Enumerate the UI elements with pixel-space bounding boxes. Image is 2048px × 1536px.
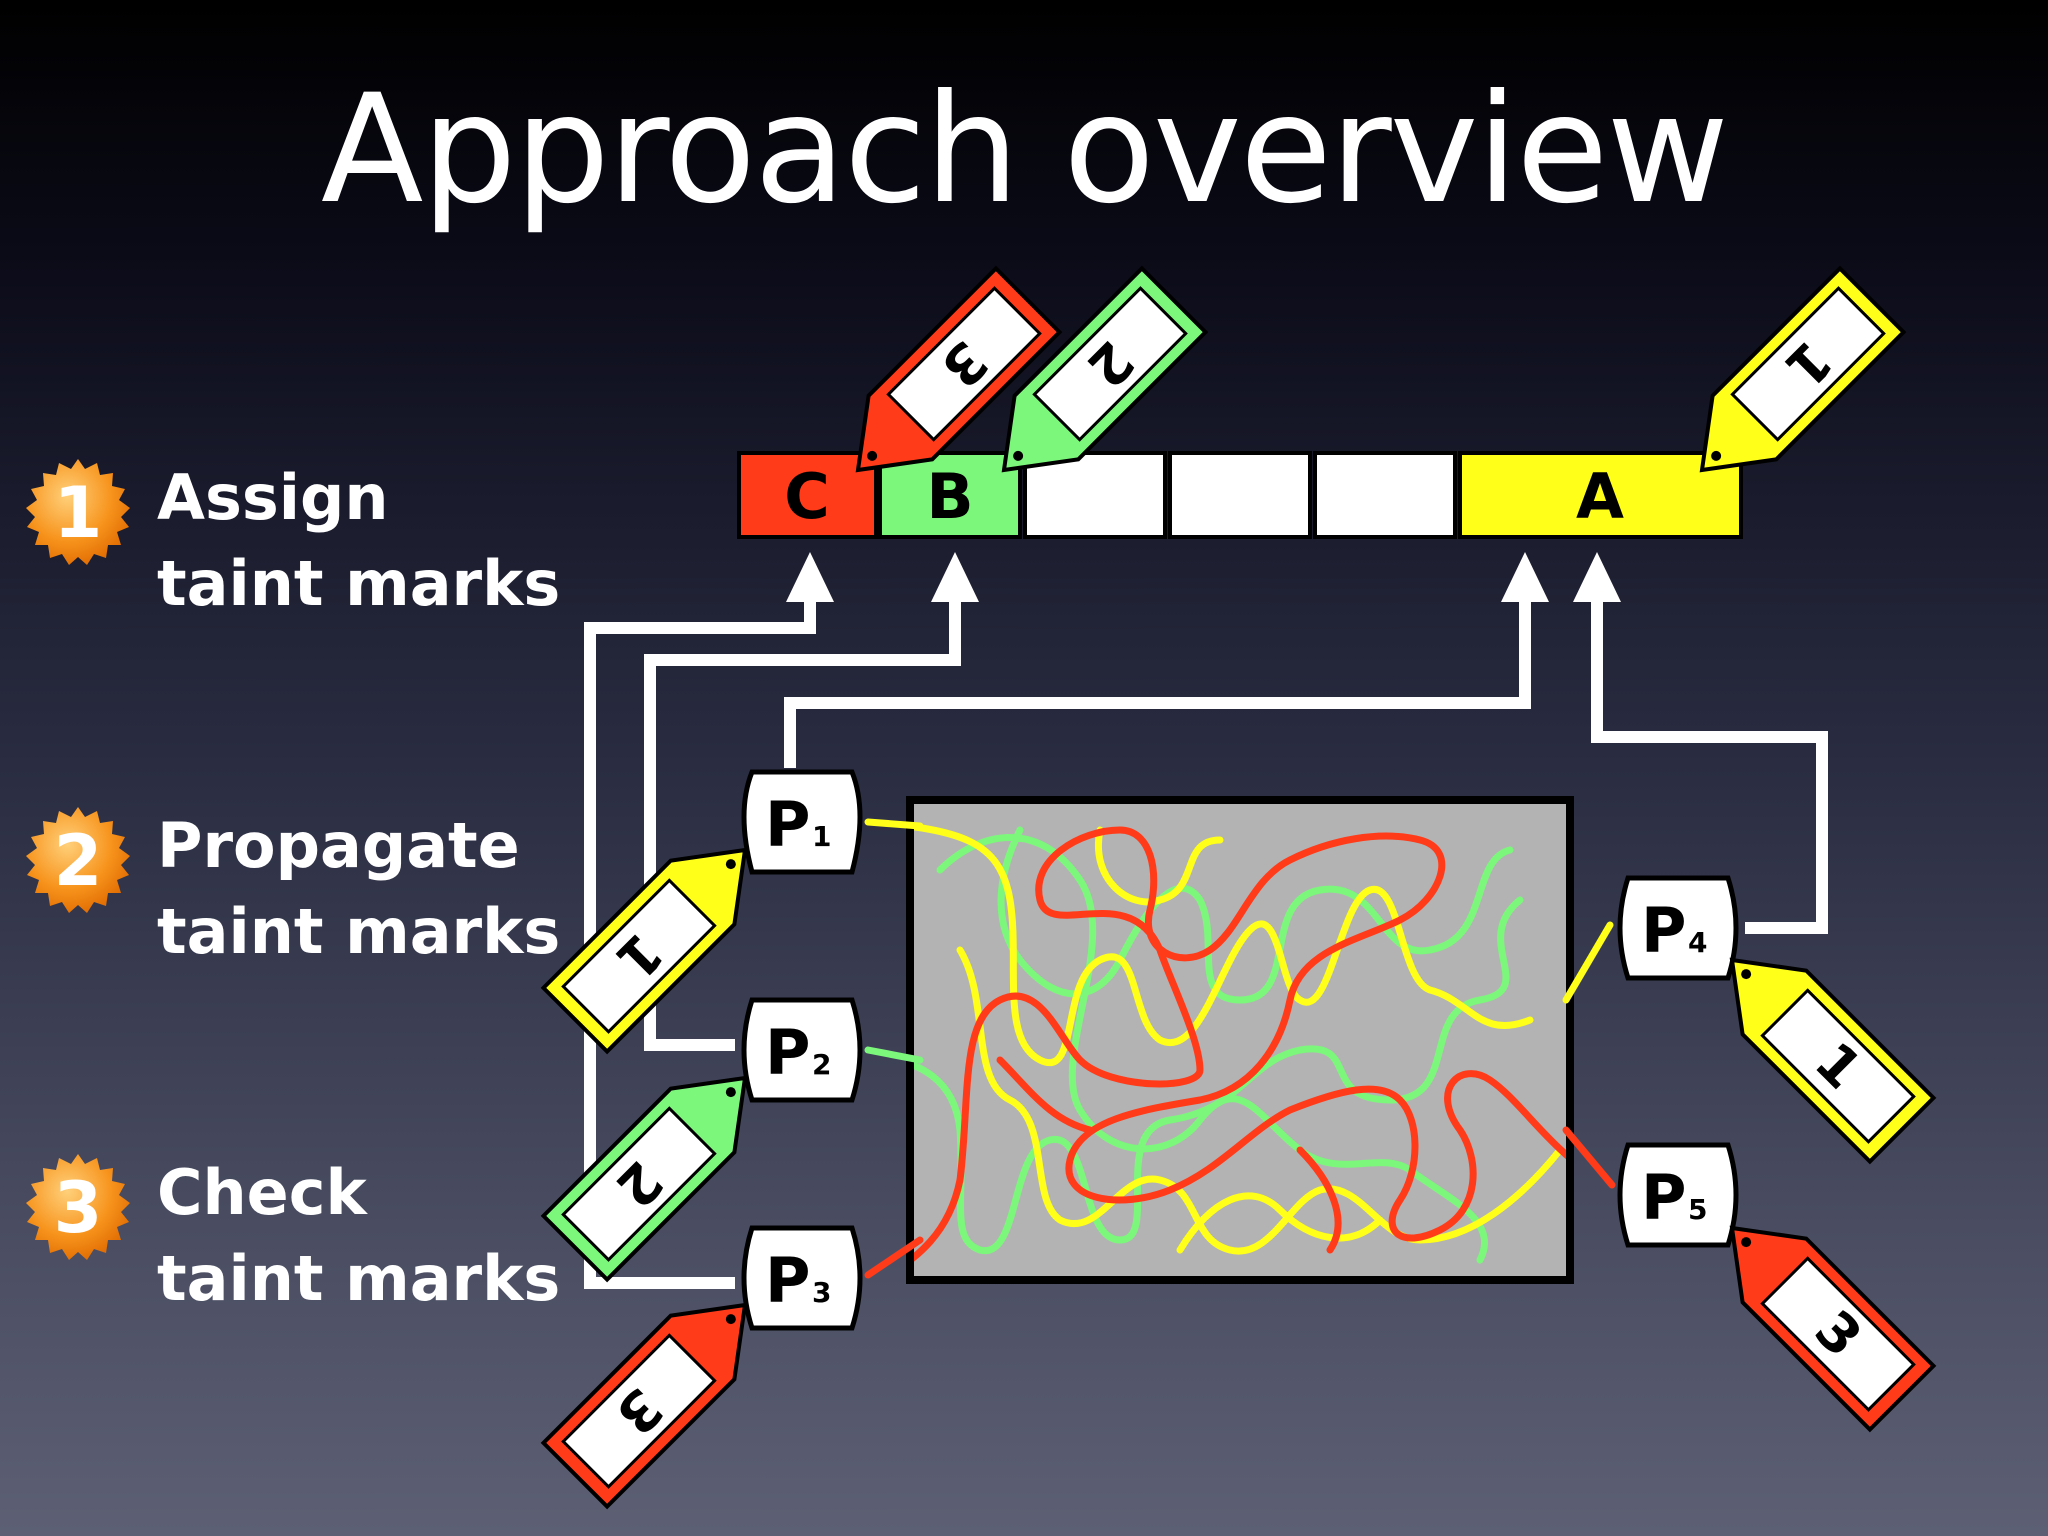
p1-yellow-stub	[864, 818, 924, 830]
step-2-line1: Propagate	[157, 809, 520, 882]
memory-cell-b-label: B	[926, 460, 973, 533]
p3-red-stub	[864, 1236, 924, 1279]
slide-title: Approach overview	[320, 63, 1729, 237]
arrow-heads	[786, 552, 1621, 602]
process-p3-sub: 3	[812, 1276, 831, 1309]
process-p3[interactable]: P 3	[741, 1225, 863, 1331]
step-3-line1: Check	[157, 1156, 367, 1229]
arrow-head-c	[786, 552, 834, 602]
step-3-line2: taint marks	[157, 1242, 561, 1315]
memory-cell-b	[878, 451, 1022, 539]
process-p1[interactable]: P 1	[741, 769, 863, 875]
process-p5-sub: 5	[1688, 1193, 1707, 1226]
tag-c-3: 3	[855, 265, 1063, 473]
tag-p3-3: 3	[540, 1302, 748, 1510]
connector-p3-c	[584, 595, 816, 1289]
process-p4[interactable]: P 4	[1617, 875, 1739, 981]
connectors	[584, 595, 1828, 1289]
process-p3-letter: P	[765, 1244, 810, 1317]
tag-p5-3: 3	[1729, 1225, 1937, 1433]
tag-p2-2: 2	[540, 1075, 748, 1283]
memory-cell-empty-3	[1313, 451, 1457, 539]
process-p1-shape	[741, 769, 863, 875]
memory-cell-a	[1458, 451, 1743, 539]
arrow-head-b	[931, 552, 979, 602]
step-2-badge-icon: 2	[26, 807, 130, 913]
process-p2-shape	[741, 997, 863, 1103]
step-3-badge-icon: 3	[26, 1154, 130, 1260]
process-p1-letter: P	[765, 788, 810, 861]
tag-a-1: 1	[1699, 265, 1907, 473]
process-p4-shape	[1617, 875, 1739, 981]
arrow-head-a1	[1501, 552, 1549, 602]
step-2-number: 2	[54, 820, 103, 902]
tag-p4-1: 1	[1729, 957, 1937, 1165]
step-3-number: 3	[54, 1167, 103, 1249]
step-propagate: 2 Propagate taint marks	[22, 803, 582, 973]
process-p4-letter: P	[1641, 894, 1686, 967]
yellow-flow	[914, 823, 1564, 1255]
memory-strip: C B A	[737, 451, 1743, 539]
red-flow	[914, 826, 1566, 1262]
processes: P 1 P 2 P 3 P 4 P 5	[741, 769, 1739, 1331]
process-flow-stubs	[864, 818, 1616, 1279]
process-p5-shape	[1617, 1142, 1739, 1248]
arrow-head-a2	[1573, 552, 1621, 602]
connector-p1-a	[784, 595, 1531, 768]
connector-p4-a	[1591, 595, 1828, 934]
p2-green-stub	[864, 1046, 924, 1064]
step-check: 3 Check taint marks	[22, 1150, 582, 1320]
step-2-line2: taint marks	[157, 895, 561, 968]
memory-cell-empty-1	[1023, 451, 1167, 539]
process-p2-sub: 2	[812, 1048, 831, 1081]
tag-p1-1: 1	[540, 847, 748, 1055]
tag-b-2: 2	[1001, 265, 1209, 473]
step-assign: 1 Assign taint marks	[22, 455, 582, 625]
step-1-line2: taint marks	[157, 547, 561, 620]
p4-yellow-stub	[1562, 921, 1614, 1004]
process-p1-sub: 1	[812, 820, 831, 853]
program-box	[906, 796, 1574, 1284]
memory-cell-empty-2	[1168, 451, 1312, 539]
process-p5[interactable]: P 5	[1617, 1142, 1739, 1248]
step-1-line1: Assign	[157, 461, 389, 534]
process-p2[interactable]: P 2	[741, 997, 863, 1103]
step-1-number: 1	[54, 472, 103, 554]
tags: 3 2 1 1 2	[540, 265, 1937, 1510]
p5-red-stub	[1562, 1126, 1616, 1189]
process-p3-shape	[741, 1225, 863, 1331]
memory-cell-c	[737, 451, 878, 539]
process-p2-letter: P	[765, 1016, 810, 1089]
process-p5-letter: P	[1641, 1161, 1686, 1234]
connector-p2-b	[644, 595, 961, 1051]
step-1-badge-icon: 1	[26, 459, 130, 565]
memory-cell-c-label: C	[784, 460, 830, 533]
memory-cell-a-label: A	[1576, 460, 1624, 533]
process-p4-sub: 4	[1688, 926, 1707, 959]
taint-flow-tangle	[914, 823, 1566, 1264]
